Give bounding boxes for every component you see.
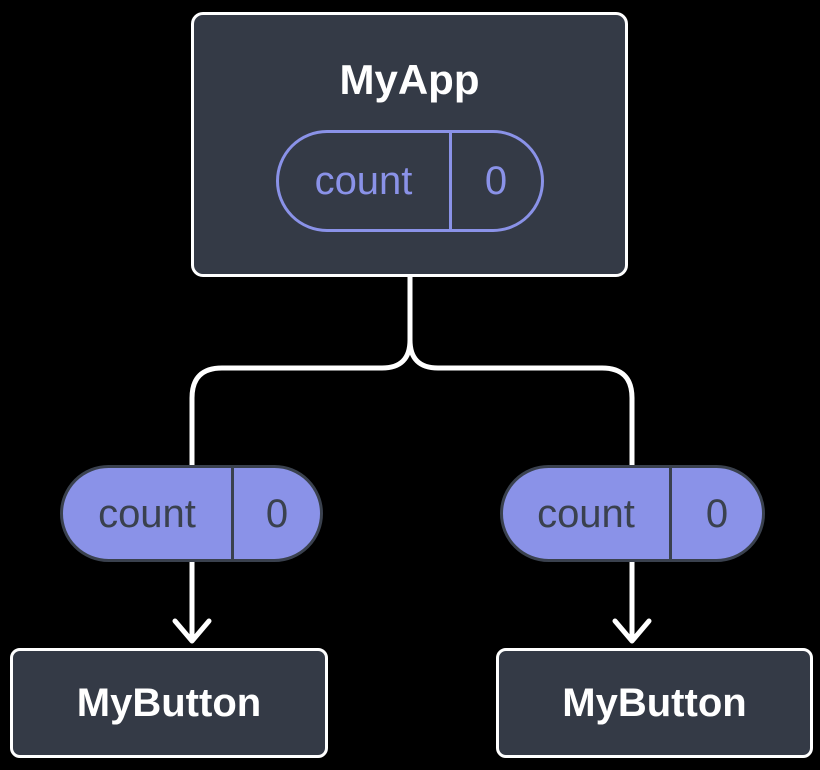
prop-pill-left-label: count: [98, 491, 196, 536]
prop-pill-right-label: count: [537, 491, 635, 536]
prop-pill-right: count 0: [500, 465, 765, 562]
node-mybutton-left: MyButton: [10, 648, 328, 758]
node-mybutton-left-title: MyButton: [76, 681, 262, 725]
state-pill-divider: [448, 132, 452, 229]
node-myapp-title: MyApp: [339, 56, 480, 104]
arrow-right-head: [612, 618, 652, 644]
prop-pill-left-divider: [231, 468, 234, 559]
connector-left-branch: [189, 272, 413, 468]
prop-pill-right-divider: [669, 468, 672, 559]
arrow-left-head: [172, 618, 212, 644]
prop-pill-right-value: 0: [705, 491, 729, 536]
prop-pill-left: count 0: [60, 465, 323, 562]
connector-right-branch: [407, 272, 635, 468]
prop-pill-left-value: 0: [265, 491, 289, 536]
state-pill-myapp: count 0: [275, 129, 544, 232]
node-mybutton-right: MyButton: [496, 648, 813, 758]
state-pill-label: count: [314, 158, 413, 203]
node-myapp: MyApp count 0: [191, 12, 628, 277]
node-mybutton-right-title: MyButton: [562, 681, 747, 725]
state-pill-value: 0: [484, 158, 508, 203]
